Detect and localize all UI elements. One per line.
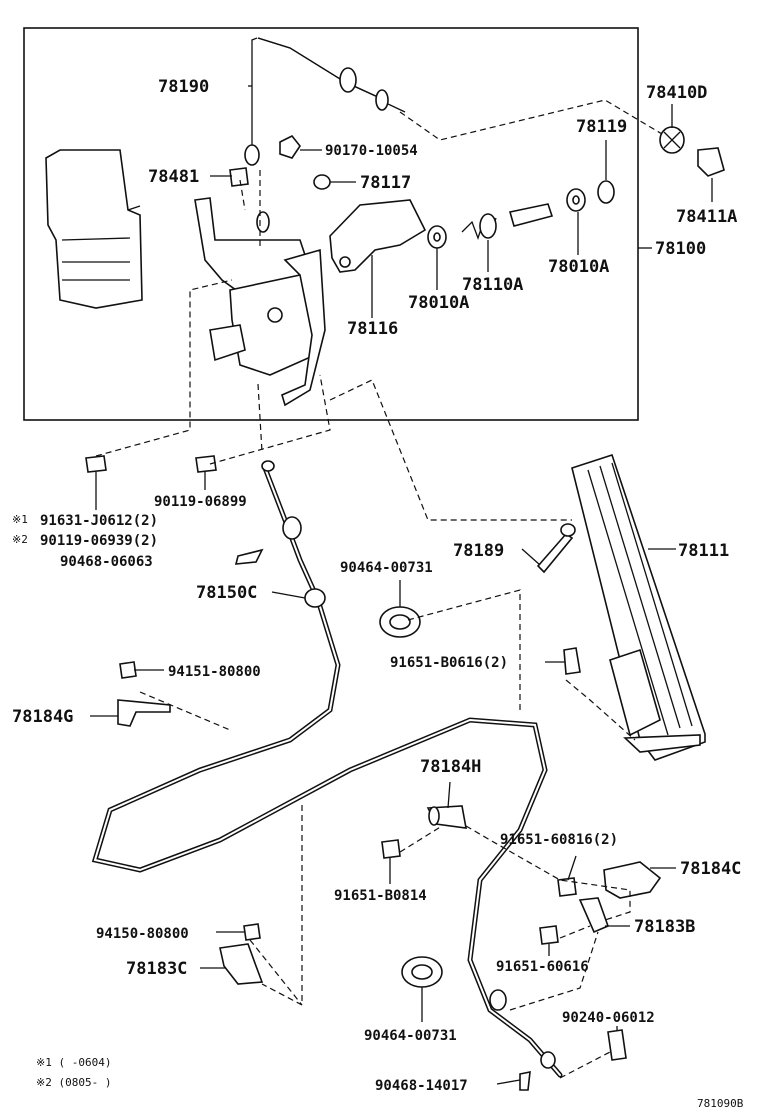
label-90464-00731-upper: 90464-00731 xyxy=(340,560,433,576)
bracket-78184G xyxy=(117,699,171,727)
bushing-78010A-right xyxy=(566,188,586,212)
nut-94150-80800 xyxy=(243,923,261,941)
label-78119: 78119 xyxy=(576,117,627,137)
footnote-1: ※1 ( -0604) xyxy=(36,1056,111,1069)
label-78189: 78189 xyxy=(453,541,504,561)
clamp-90464-00731-lower xyxy=(401,956,443,988)
label-78184H: 78184H xyxy=(420,757,481,777)
label-78411A: 78411A xyxy=(676,207,737,227)
bolt-91651-B0616 xyxy=(563,647,581,675)
bolt-90240-06012 xyxy=(607,1029,627,1061)
bolt-91651-60616 xyxy=(539,925,559,945)
label-78010A-left: 78010A xyxy=(408,293,469,313)
label-94150-80800: 94150-80800 xyxy=(96,926,189,942)
label-78481: 78481 xyxy=(148,167,199,187)
label-91651-60816: 91651-60816(2) xyxy=(500,832,618,848)
clip-78481 xyxy=(229,167,249,187)
label-78410D: 78410D xyxy=(646,83,707,103)
nut-94151-80800 xyxy=(119,661,137,679)
holder-78183C xyxy=(219,943,264,985)
label-90119-06939: 90119-06939(2) xyxy=(40,533,158,549)
bracket-78116 xyxy=(329,199,427,273)
label-90240-06012: 90240-06012 xyxy=(562,1010,655,1026)
bushing-78010A-left xyxy=(427,225,447,249)
label-91651-B0814: 91651-B0814 xyxy=(334,888,427,904)
label-78116: 78116 xyxy=(347,319,398,339)
cap-78410D xyxy=(659,126,685,154)
label-78190: 78190 xyxy=(158,77,209,97)
label-90170-10054: 90170-10054 xyxy=(325,143,418,159)
label-78010A-right: 78010A xyxy=(548,257,609,277)
footnote-2: ※2 (0805- ) xyxy=(36,1076,111,1089)
label-90468-06063: 90468-06063 xyxy=(60,554,153,570)
bracket-78184C xyxy=(603,861,662,899)
dashed-assembly-lines xyxy=(95,99,663,1079)
label-78183B: 78183B xyxy=(634,917,695,937)
label-90468-14017: 90468-14017 xyxy=(375,1078,468,1094)
label-78150C: 78150C xyxy=(196,583,257,603)
clip-90468-14017 xyxy=(519,1071,531,1091)
cap-78411A xyxy=(697,147,725,177)
label-78117: 78117 xyxy=(360,173,411,193)
diagram-id: 781090B xyxy=(697,1097,744,1110)
label-78184C: 78184C xyxy=(680,859,741,879)
protector-plate xyxy=(45,149,143,309)
bolt-78189 xyxy=(536,523,576,574)
bolt-90119-06899 xyxy=(195,455,217,473)
spring-78110A xyxy=(461,213,497,240)
label-91631-J0612: 91631-J0612(2) xyxy=(40,513,158,529)
bolt-91651-B0814 xyxy=(381,839,401,859)
label-91651-B0616: 91651-B0616(2) xyxy=(390,655,508,671)
label-78111: 78111 xyxy=(678,541,729,561)
label-90119-06899: 90119-06899 xyxy=(154,494,247,510)
leader-lines xyxy=(90,85,713,1085)
label-94151-80800: 94151-80800 xyxy=(168,664,261,680)
link-rod-78190 xyxy=(244,37,406,166)
nut-90170-10054 xyxy=(279,134,301,159)
holder-78183B xyxy=(578,897,610,934)
part-labels: 78190 90170-10054 78481 78117 78410D 781… xyxy=(12,77,741,1094)
label-78183C: 78183C xyxy=(126,959,187,979)
accelerator-cable-78150C xyxy=(91,460,563,1078)
footnotes: ※1 ( -0604) ※2 (0805- ) xyxy=(36,1056,111,1089)
bracket-78184H xyxy=(426,805,467,829)
bolt-91631-J0612 xyxy=(85,455,107,473)
marker-2: ※2 xyxy=(12,533,28,546)
marker-1: ※1 xyxy=(12,513,28,526)
clamp-90464-00731-upper xyxy=(379,606,421,638)
label-78110A: 78110A xyxy=(462,275,523,295)
accelerator-pedal-78111 xyxy=(571,453,706,761)
label-78100: 78100 xyxy=(655,239,706,259)
throttle-link-mechanism xyxy=(194,197,326,407)
clip-90468-06063 xyxy=(234,548,264,565)
label-78184G: 78184G xyxy=(12,707,73,727)
label-90464-00731-lower: 90464-00731 xyxy=(364,1028,457,1044)
label-91651-60616: 91651-60616 xyxy=(496,959,589,975)
bushing-78117 xyxy=(313,174,331,190)
washer-78119 xyxy=(597,180,615,204)
assembly-frame xyxy=(23,27,639,421)
pin-78110A xyxy=(508,203,554,227)
